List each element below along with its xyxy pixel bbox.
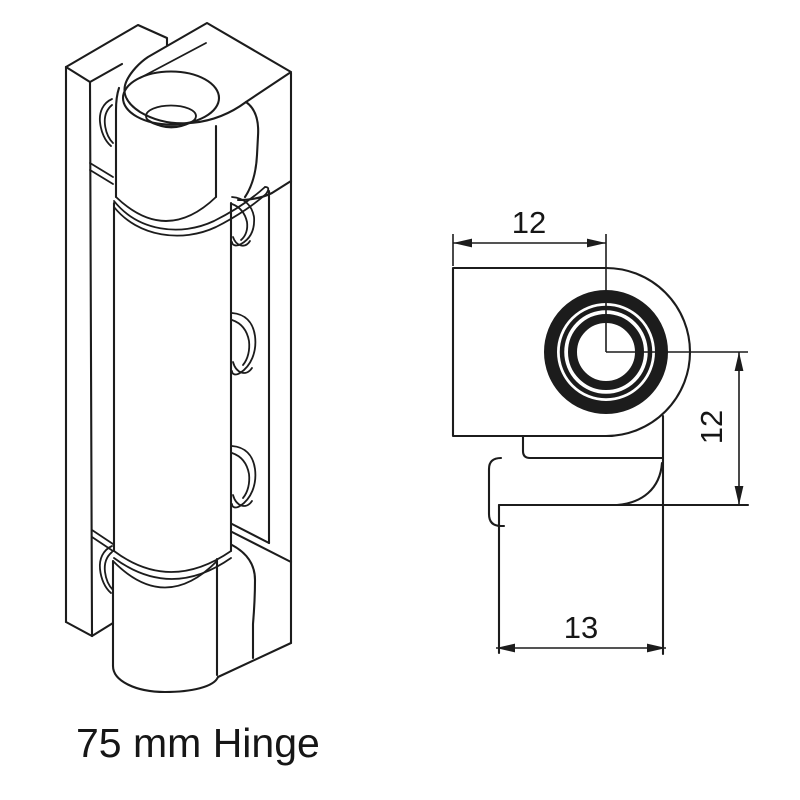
arrowhead-right — [587, 238, 606, 248]
frame-leaf-slab — [64, 23, 293, 645]
dim-knuckle-height: 12 — [606, 351, 748, 505]
arrowhead-right — [647, 643, 666, 653]
dimension-label: 12 — [694, 410, 729, 444]
profile-view: 12 12 13 — [451, 205, 750, 656]
dim-knuckle-width: 12 — [452, 205, 607, 352]
bottom-junction-rings — [112, 550, 232, 589]
bottom-knuckle-block — [111, 543, 293, 694]
arrowhead-up — [734, 352, 744, 371]
arrowhead-left — [496, 643, 515, 653]
screw-slots — [98, 98, 257, 594]
arrowhead-down — [734, 486, 744, 505]
drawing-caption: 75 mm Hinge — [76, 720, 320, 766]
isometric-view — [64, 21, 293, 694]
leaf-profile — [487, 414, 750, 656]
countersink-hole — [121, 70, 221, 129]
top-knuckle-block — [114, 21, 293, 202]
hinge-barrel — [112, 201, 233, 553]
dim-leaf-width: 13 — [496, 610, 666, 653]
dimension-label: 13 — [564, 610, 598, 645]
arrowhead-left — [453, 238, 472, 248]
top-junction-rings — [113, 186, 270, 237]
dimension-label: 12 — [512, 205, 546, 240]
